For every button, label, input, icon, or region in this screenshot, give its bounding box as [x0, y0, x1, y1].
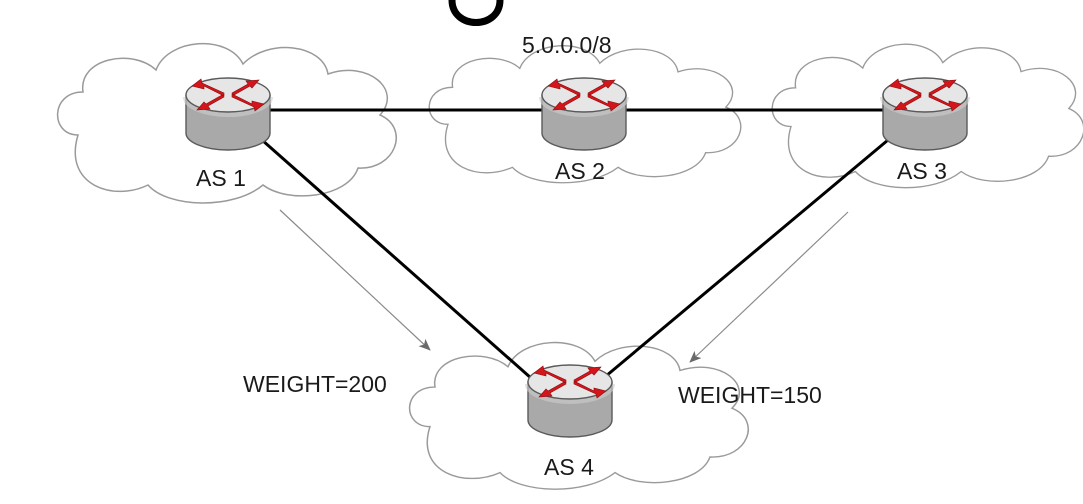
- router-icon-as4: [528, 365, 612, 437]
- as4-label: AS 4: [544, 454, 594, 480]
- weight-right-label: WEIGHT=150: [678, 382, 822, 408]
- weight-arrow-left: [279, 209, 431, 351]
- link-as1-as4: [261, 138, 541, 388]
- as2-prefix-label: 5.0.0.0/8: [522, 32, 612, 58]
- weight-arrow-right: [689, 211, 849, 363]
- router-icon-as2: [542, 78, 626, 150]
- as2-label: AS 2: [555, 158, 605, 184]
- as3-label: AS 3: [897, 158, 947, 184]
- router-icon-as1: [186, 78, 270, 150]
- router-icon-as3: [883, 78, 967, 150]
- as1-label: AS 1: [196, 165, 246, 191]
- clipped-title-fragment: [448, 0, 504, 26]
- link-as3-as4: [605, 138, 889, 378]
- weight-left-label: WEIGHT=200: [243, 371, 387, 397]
